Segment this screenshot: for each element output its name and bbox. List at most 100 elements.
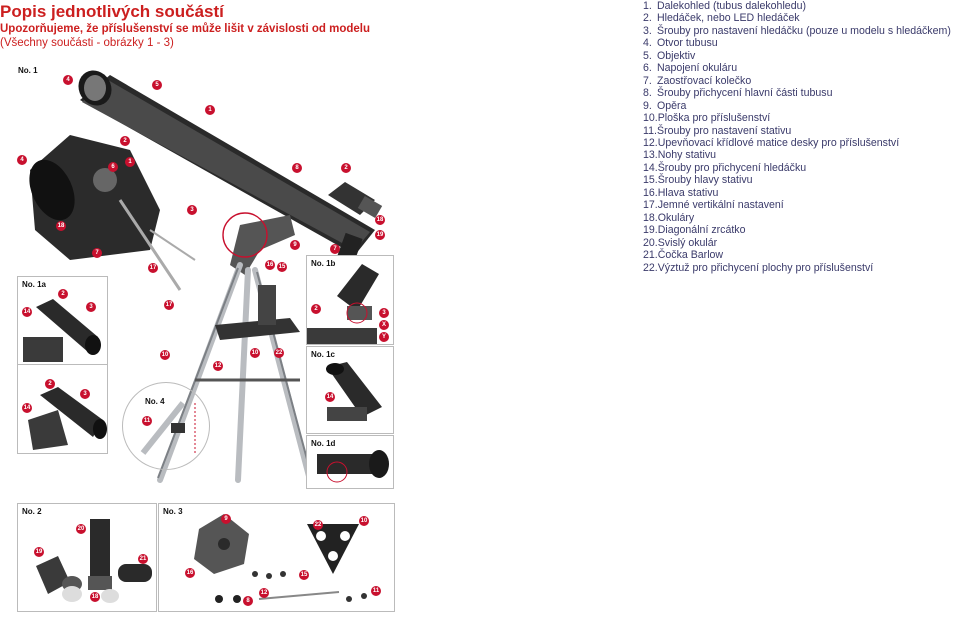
callout-marker: 9 [290,240,300,250]
part-item: 4.Otvor tubusu [643,37,958,49]
part-item: 3. Šrouby pro nastavení hledáčku (pouze u… [643,25,958,37]
mount-parts-illustration [194,514,367,603]
part-number: 10. [643,112,658,125]
figure-main-telescope: No. 1 [10,60,300,290]
part-item: 1.Dalekohled (tubus dalekohledu) [643,0,958,12]
part-number: 21. [643,249,658,262]
part-item: 13.Nohy stativu [643,149,958,161]
part-item: 9.Opěra [643,100,958,112]
callout-marker: 14 [22,307,32,317]
part-number: 6. [643,62,652,75]
parts-list: 1.Dalekohled (tubus dalekohledu)2.Hledáč… [643,0,958,274]
part-number: 17. [643,199,658,212]
leg-adjust-4 [140,401,196,455]
callout-marker: 8 [243,596,253,606]
part-number: 11. [643,124,657,137]
part-number: 13. [643,149,658,162]
callout-marker: 12 [259,588,269,598]
part-label: Výztuž pro přichycení plochy pro přísluš… [657,261,874,274]
callout-marker: 21 [138,554,148,564]
callout-marker: 15 [277,262,287,272]
finder-closeup-1a [23,299,101,362]
telescope-tube [78,70,375,255]
callout-marker: 18 [375,215,385,225]
part-item: 8.Šrouby přichycení hlavní části tubusu [643,87,958,99]
part-item: 7.Zaostřovací kolečko [643,75,958,87]
part-label: Hledáček, nebo LED hledáček [657,12,800,25]
part-label: Jemné vertikální nastavení [657,199,784,212]
part-label: Nohy stativu [657,149,717,162]
part-label: Napojení okuláru [657,62,738,75]
part-number: 12. [643,136,658,149]
figure-label-no1d: No. 1d [311,439,336,448]
part-number: 14. [643,161,658,174]
part-label: Zaostřovací kolečko [657,74,752,87]
callout-marker: 4 [17,155,27,165]
part-label: Ploška pro příslušenství [657,112,771,125]
part-number: 3. [643,24,652,37]
part-item: 12.Upevňovací křídlové matice desky pro … [643,137,958,149]
callout-marker: 15 [299,570,309,580]
figure-4: No. 4 11 [122,382,210,470]
callout-marker: X [379,320,389,330]
callout-marker: 16 [185,568,195,578]
callout-marker: 11 [142,416,152,426]
part-label: Svislý okulár [657,236,718,249]
part-label: Otvor tubusu [657,37,718,50]
accessory-tray [215,285,300,340]
figure-label-no1: No. 1 [18,66,38,75]
callout-marker: 2 [45,379,55,389]
callout-marker: 17 [164,300,174,310]
callout-marker: 7 [92,248,102,258]
callout-marker: 10 [160,350,170,360]
tube-closeup-1d [317,450,389,483]
part-label: Čočka Barlow [657,249,724,262]
part-item: 5. Objektiv [643,50,958,62]
callout-marker: 3 [80,389,90,399]
part-label: Upevňovací křídlové matice desky pro pří… [657,136,900,149]
figures-note: (Všechny součásti - obrázky 1 - 3) [0,37,174,49]
part-label: Opěra [657,99,687,112]
part-item: 17.Jemné vertikální nastavení [643,199,958,211]
part-label: Šrouby pro nastavení hledáčku (pouze u m… [657,24,951,37]
part-label: Objektiv [657,49,696,62]
figure-1a: No. 1a 2 3 14 [17,276,108,366]
figure-label-no1a: No. 1a [22,280,47,289]
callout-marker: 22 [313,520,323,530]
callout-marker: 5 [152,80,162,90]
callout-marker: 12 [213,361,223,371]
part-item: 11.Šrouby pro nastavení stativu [643,125,958,137]
part-item: 10.Ploška pro příslušenství [643,112,958,124]
callout-marker: 3 [86,302,96,312]
part-number: 15. [643,174,658,187]
part-label: Šrouby přichycení hlavní části tubusu [657,87,833,100]
figure-1a-detail: 2 3 14 [17,364,108,454]
callout-marker: 2 [120,136,130,146]
figure-label-no4: No. 4 [145,397,165,406]
callout-marker: 18 [56,221,66,231]
callout-marker: 8 [292,163,302,173]
callout-marker: 14 [325,392,335,402]
callout-marker: 20 [76,524,86,534]
part-number: 20. [643,236,658,249]
part-item: 14.Šrouby pro přichycení hledáčku [643,162,958,174]
part-label: Šrouby pro přichycení hledáčku [657,161,807,174]
part-number: 5. [643,49,652,62]
figure-1d: No. 1d [306,435,394,489]
callout-marker: 17 [148,263,158,273]
part-label: Hlava stativu [657,186,719,199]
callout-marker: 19 [34,547,44,557]
callout-marker: 2 [58,289,68,299]
figure-label-no2: No. 2 [22,507,42,516]
figure-2: No. 2 20 19 21 18 [17,503,157,612]
callout-marker: 2 [311,304,321,314]
part-number: 16. [643,186,658,199]
part-item: 20.Svislý okulár [643,237,958,249]
callout-marker: 18 [90,592,100,602]
figure-1b: No. 1b 2 3 X Y [306,255,394,345]
page-title: Popis jednotlivých součástí [0,2,224,21]
figure-label-no1c: No. 1c [311,350,336,359]
callout-marker: 11 [371,586,381,596]
part-number: 19. [643,224,658,237]
callout-marker: 4 [63,75,73,85]
